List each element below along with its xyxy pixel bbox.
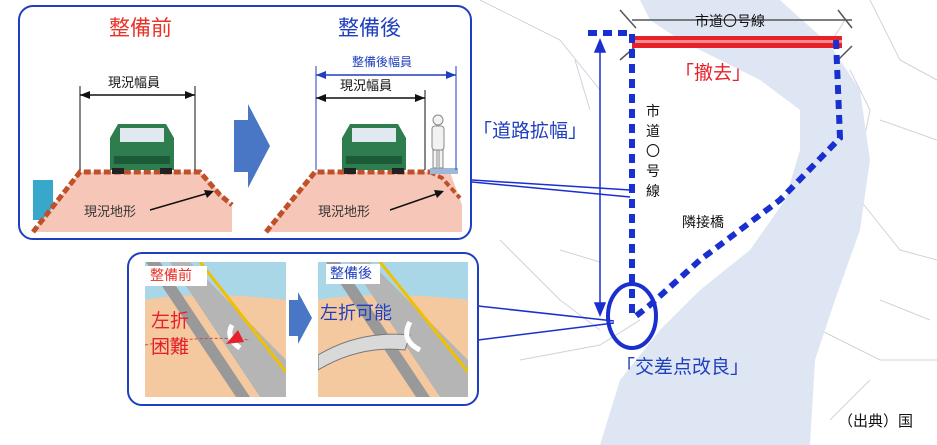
vertical-road-char: 〇 [646, 144, 660, 160]
top-road-label: 市道〇号線 [695, 14, 765, 30]
intersection-transition-arrow [289, 292, 312, 344]
river [600, 0, 870, 445]
vertical-road-char: 市 [646, 104, 660, 120]
after-intersection-illustration [318, 262, 468, 397]
after-width-label: 整備後幅員 [352, 55, 413, 69]
left-turn-possible: 左折可能 [320, 303, 392, 324]
remove-label: 「撤去」 [675, 62, 752, 84]
left-turn-difficult-line1: 左折 [151, 310, 190, 332]
map-overlay [471, 9, 853, 350]
adjacent-bridge-label: 隣接橋 [682, 215, 724, 231]
before-title: 整備前 [109, 16, 172, 40]
car-icon [342, 124, 406, 174]
pedestrian-icon [431, 114, 445, 169]
vertical-road-char: 道 [646, 124, 660, 140]
after-tag: 整備後 [330, 266, 372, 282]
source-text: （出典）国 [838, 412, 914, 430]
connector-lines [471, 179, 631, 341]
transition-arrow [234, 104, 270, 188]
terrain-label-after: 現況地形 [318, 205, 371, 220]
widening-arrow [593, 38, 607, 317]
after-title: 整備後 [338, 16, 401, 40]
widening-route [588, 30, 844, 319]
intersection-circle [606, 282, 658, 350]
left-turn-difficult-line2: 困難 [151, 336, 190, 358]
before-cross-section [31, 86, 234, 234]
vertical-road-char: 号 [646, 164, 660, 180]
intersection-label: 「交差点改良」 [616, 356, 750, 378]
after-cross-section [264, 66, 462, 234]
current-width-label-after: 現況幅員 [340, 79, 393, 94]
vertical-road-label: 市 道 〇 号 線 [645, 102, 661, 202]
current-width-label-before: 現況幅員 [108, 76, 161, 91]
before-intersection-illustration [145, 262, 286, 397]
before-tag: 整備前 [150, 268, 192, 284]
terrain-label-before: 現況地形 [84, 205, 137, 220]
widening-label: 「道路拡幅」 [473, 120, 588, 142]
car-icon [110, 124, 174, 174]
vertical-road-char: 線 [646, 184, 660, 200]
